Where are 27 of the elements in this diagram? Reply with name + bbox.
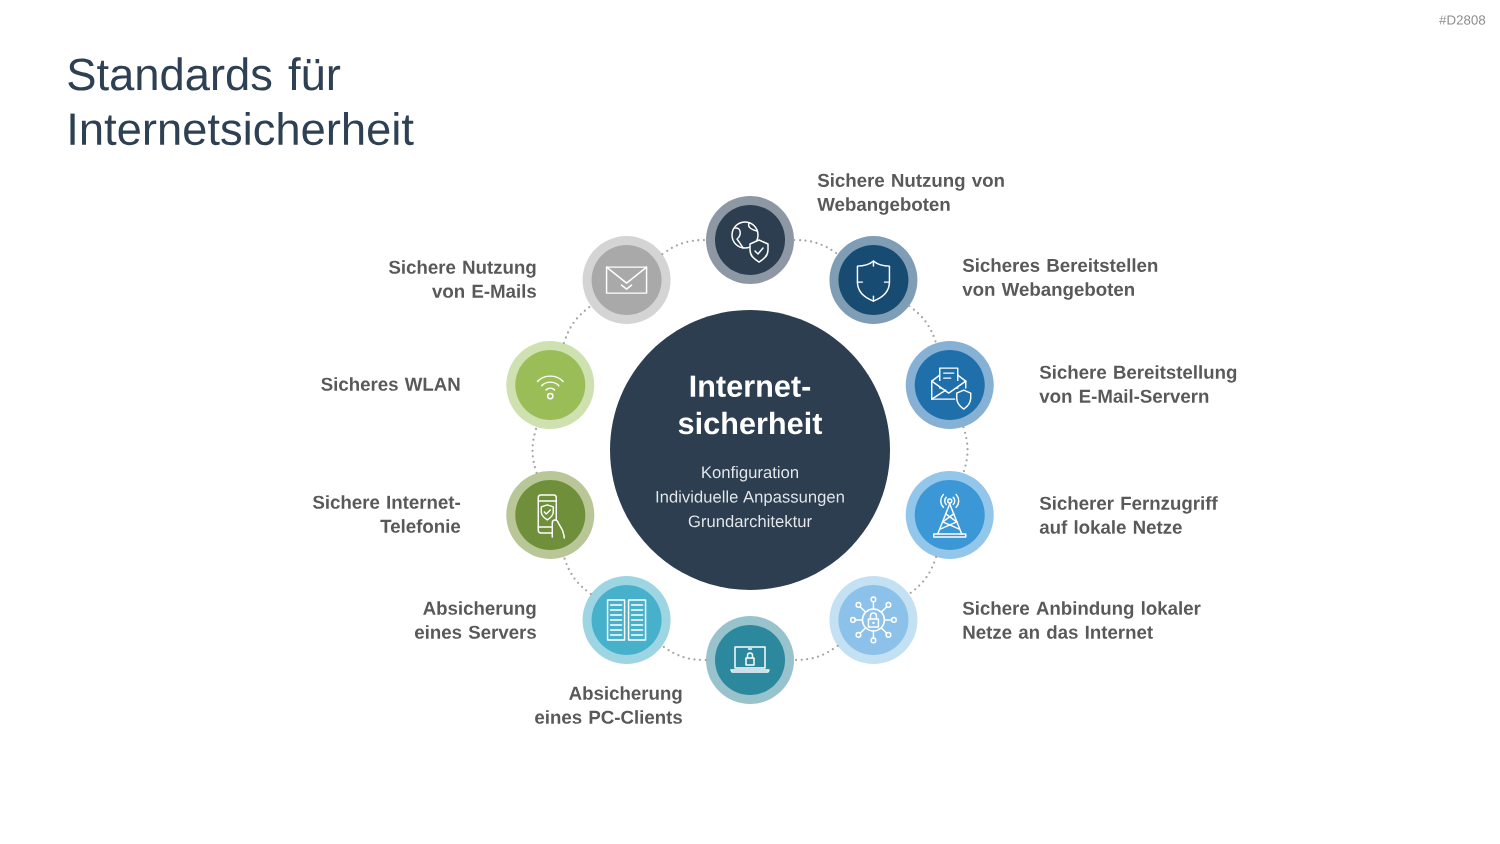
node-label: Sichere Anbindung lokaler Netze an das Internet <box>962 601 1201 639</box>
dotted-connector <box>908 305 938 345</box>
body-text: Grundarchitektur <box>688 514 812 528</box>
center-circle <box>610 310 890 590</box>
slide-title: Standards für Internetsicherheit <box>68 57 414 146</box>
reference-number: #D2808 <box>1439 15 1486 25</box>
body-text: Individuelle Anpassungen <box>656 490 844 506</box>
node-label: Sichere Bereitstellung von E-Mail-Servern <box>1039 365 1237 403</box>
dotted-connector <box>793 238 839 256</box>
node-label: Sichere Nutzung von E-Mails <box>388 260 536 298</box>
node-label: Absicherung eines Servers <box>415 601 536 639</box>
dotted-connector <box>661 238 707 256</box>
node-label: Sicherer Fernzugriff auf lokale Netze <box>1039 496 1218 534</box>
node-label: Absicherung eines PC-Clients <box>535 686 682 724</box>
dotted-connector <box>962 426 969 474</box>
dotted-connector <box>793 644 839 662</box>
dotted-connector <box>562 305 592 345</box>
dotted-connector <box>661 644 707 662</box>
dotted-connector <box>908 555 938 595</box>
node-label: Sichere Internet- Telefonie <box>312 495 461 533</box>
dotted-connector <box>562 555 592 595</box>
node-label: Sicheres Bereitstellen von Webangeboten <box>962 258 1158 300</box>
body-text: Konfiguration <box>702 465 798 482</box>
dotted-connector <box>531 426 538 474</box>
node-label: Sichere Nutzung von Webangeboten <box>817 173 1004 215</box>
node-label: Sicheres WLAN <box>321 377 460 391</box>
center-heading: Internet- sicherheit <box>678 375 823 435</box>
